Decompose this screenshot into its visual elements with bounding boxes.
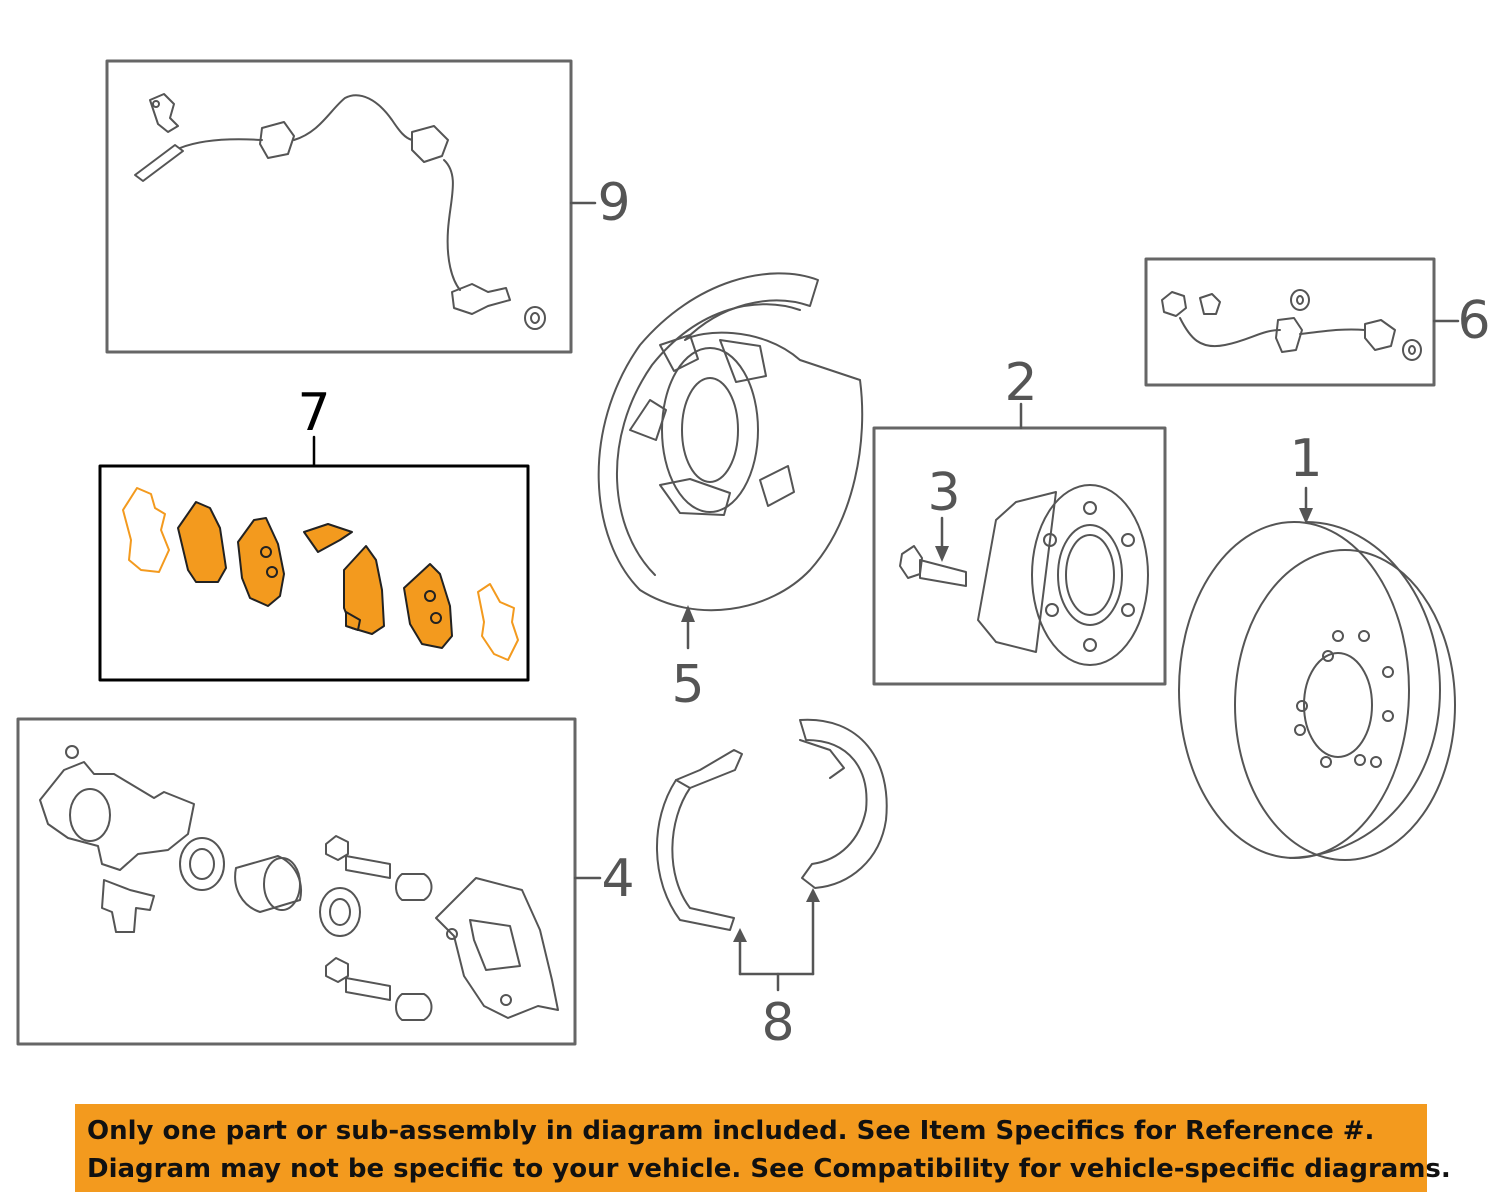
callout-4: 4: [601, 849, 634, 909]
callout-1: 1: [1289, 429, 1322, 489]
dust-shield-5: [597, 272, 864, 612]
brake-pad-set-7: [122, 487, 519, 661]
callout-3-arrowhead: [935, 546, 949, 562]
brake-rotor-1: [1178, 521, 1456, 861]
caliper-assembly-4: [39, 745, 559, 1021]
part-2-box: [872, 426, 1167, 686]
callout-6: 6: [1457, 291, 1490, 351]
disclaimer-banner: Only one part or sub-assembly in diagram…: [75, 1104, 1451, 1192]
callout-1-arrowhead: [1299, 508, 1313, 524]
callout-7: 7: [297, 383, 330, 443]
callout-8-arrowhead-left: [733, 928, 747, 942]
hub-bearing-2: [977, 484, 1149, 666]
callout-3: 3: [927, 463, 960, 523]
part-7-box: [98, 464, 530, 682]
callout-8-arrowhead-right: [806, 888, 820, 902]
part-4-box: [16, 717, 577, 1046]
abs-sensor-harness-6: [1161, 289, 1422, 361]
abs-sensor-harness-9: [134, 93, 546, 330]
callout-5: 5: [671, 655, 704, 715]
part-6-box: [1144, 257, 1436, 387]
disclaimer-line-1: Only one part or sub-assembly in diagram…: [87, 1116, 1375, 1146]
callout-8: 8: [761, 993, 794, 1053]
part-9-box: [105, 59, 573, 354]
callout-2: 2: [1004, 353, 1037, 413]
hub-bolt-3: [899, 545, 967, 587]
callout-5-arrowhead: [681, 605, 695, 622]
disclaimer-line-2: Diagram may not be specific to your vehi…: [87, 1154, 1451, 1184]
callout-9: 9: [597, 173, 630, 233]
parking-brake-shoes-8: [656, 718, 888, 931]
